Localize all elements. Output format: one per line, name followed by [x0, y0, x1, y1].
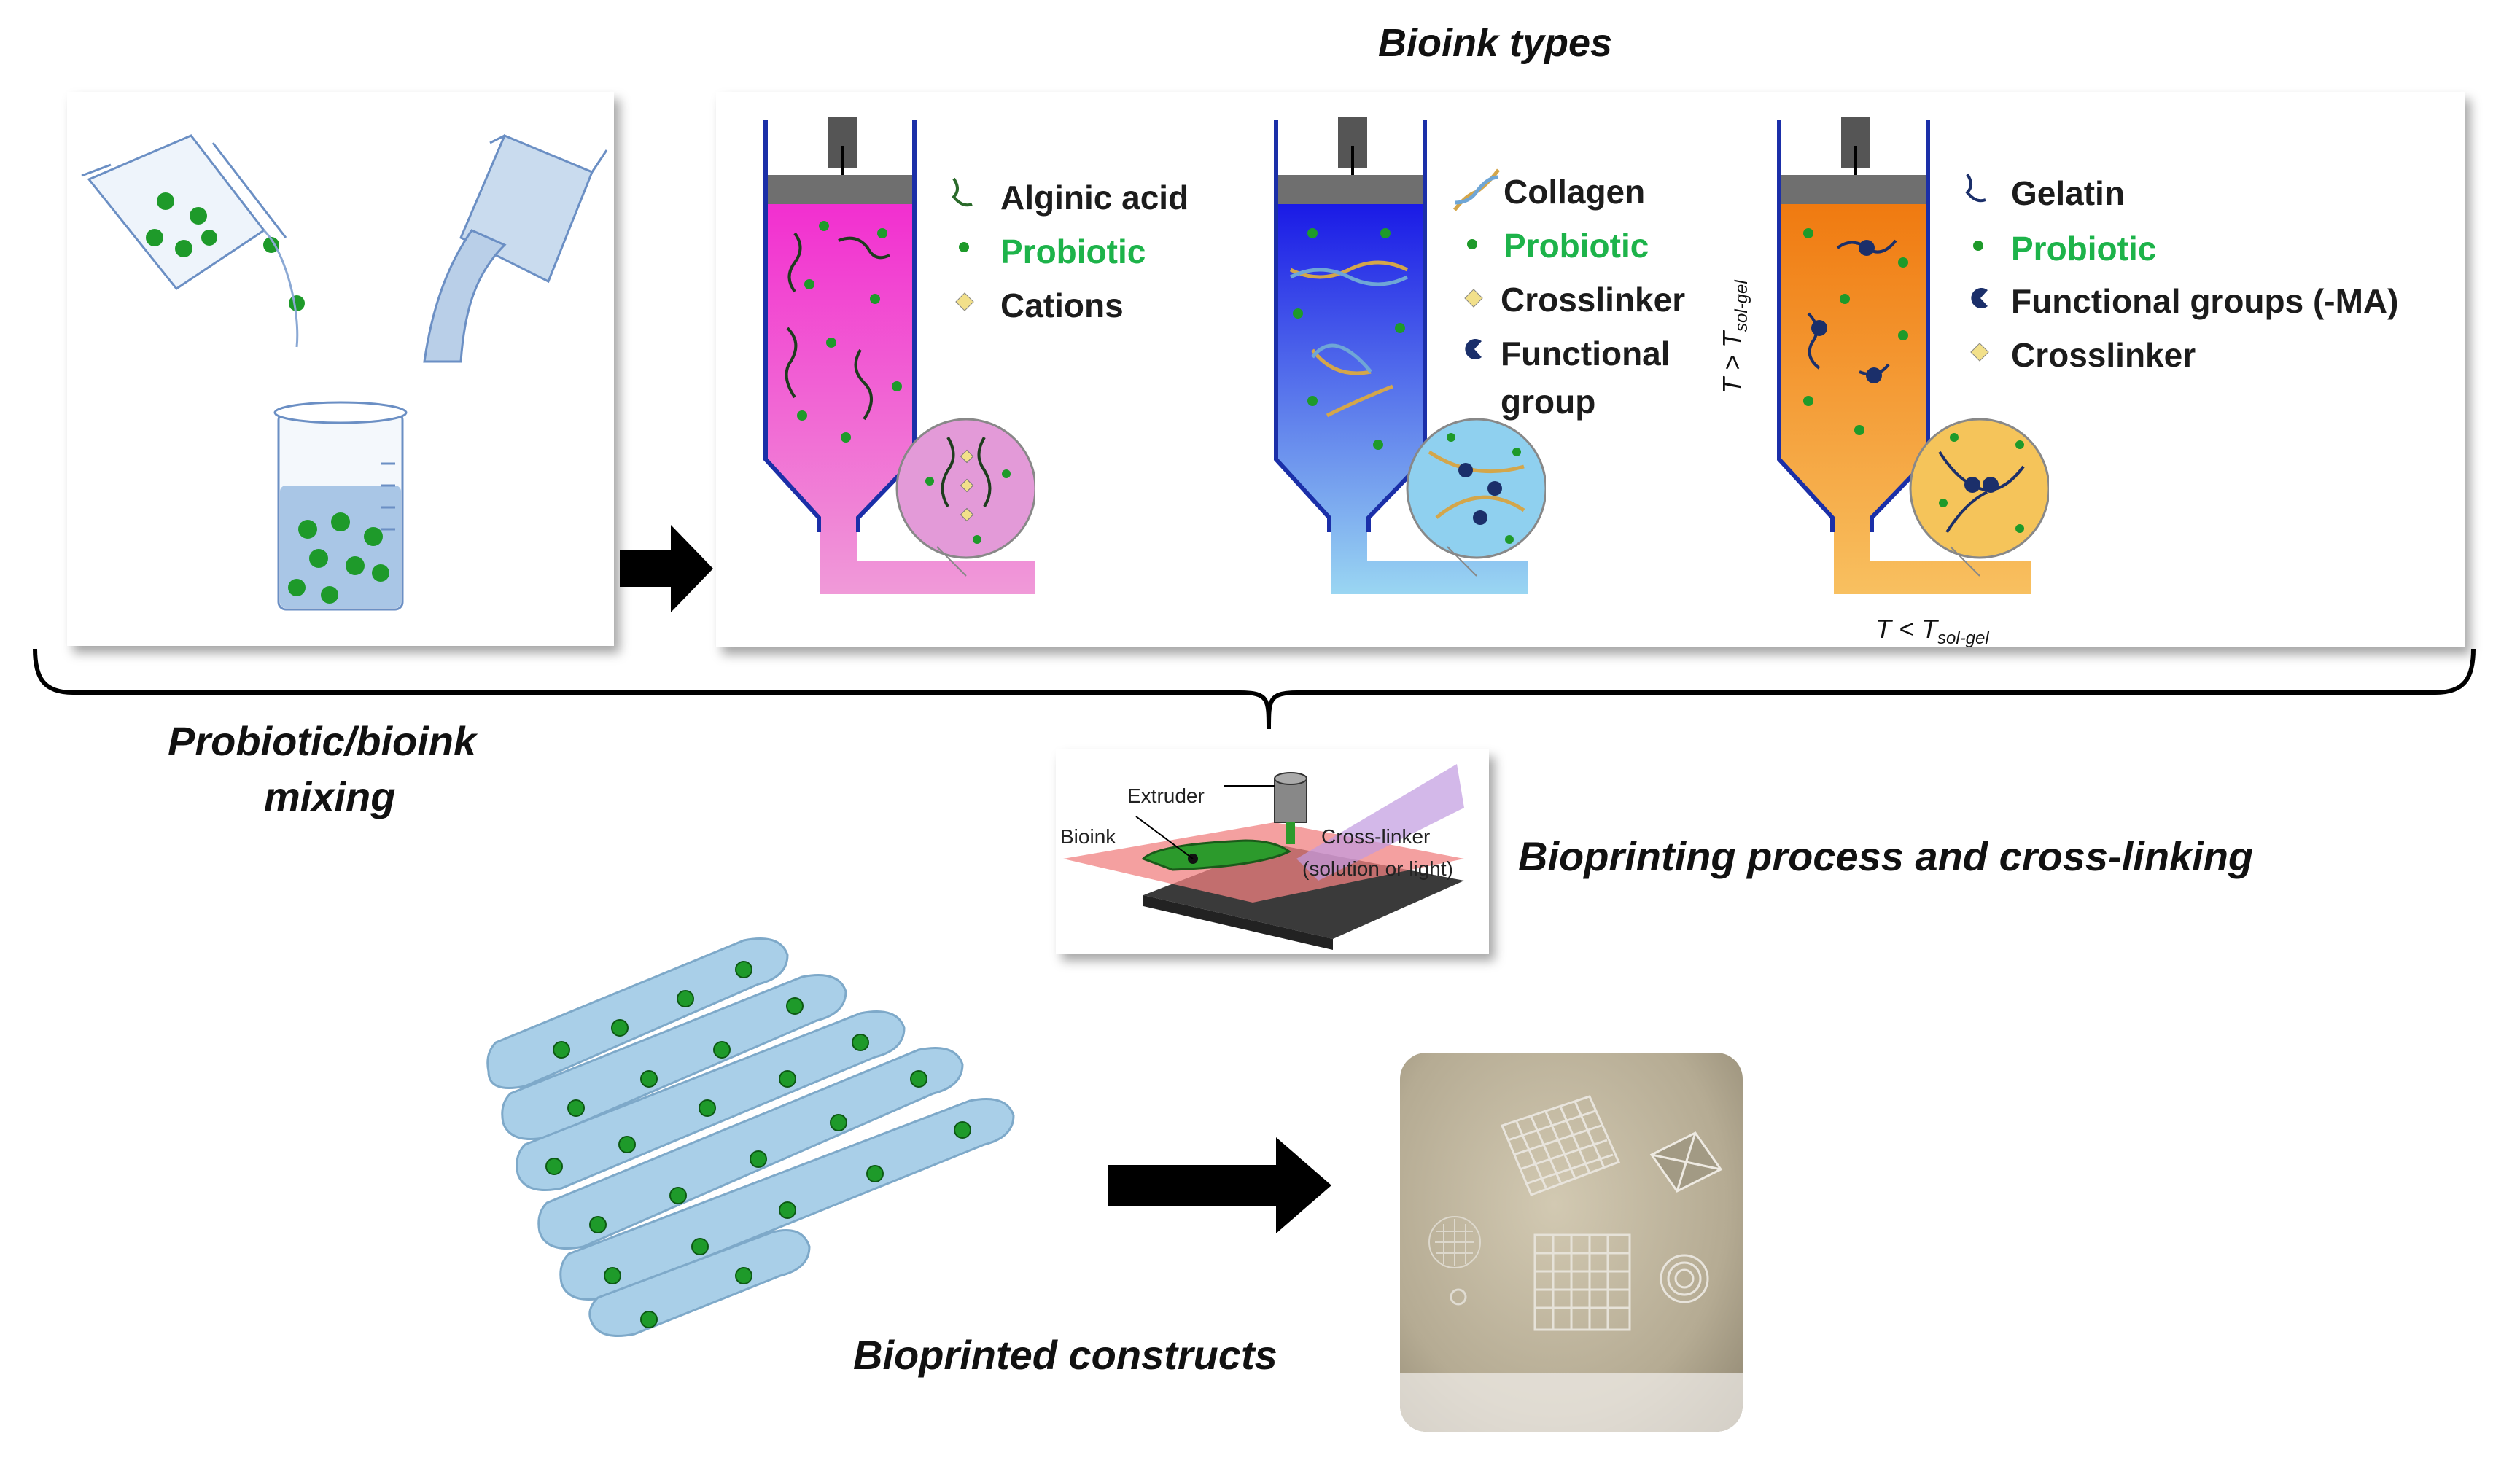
legend-probiotic-3: Probiotic: [2011, 230, 2157, 268]
mixing-title-line1: Probiotic/bioink: [168, 718, 477, 764]
mixing-title-line2: mixing: [264, 773, 396, 819]
probiotic-dot-icon: [959, 242, 969, 252]
bioprinter-illustration: [1063, 764, 1464, 950]
gelatin-icon: [1965, 173, 1986, 203]
legend-probiotic: Probiotic: [1000, 233, 1146, 270]
left-beaker-microbes: [146, 192, 305, 311]
right-beaker-icon: [423, 134, 608, 363]
construct-photo-illustration: [1400, 1095, 1743, 1432]
legend-functional-groups: Functional groups (-MA): [2011, 282, 2399, 320]
mixing-panel: [67, 92, 614, 646]
printing-title: Bioprinting process and cross-linking: [1518, 833, 2254, 879]
legend-probiotic-2: Probiotic: [1504, 227, 1649, 265]
syringe-collagen: [1274, 117, 1546, 594]
temp-below-label: T < Tsol-gel: [1875, 614, 1989, 649]
alginic-acid-icon: [952, 177, 973, 207]
legend-alginic-acid: Alginic acid: [1000, 179, 1189, 217]
construct-photo: [1400, 1053, 1743, 1432]
construct-illustration: [486, 937, 1015, 1337]
bioink-label: Bioink: [1060, 825, 1116, 848]
legend-gelatin: Gelatin: [2011, 174, 2125, 212]
syringe-alginate: [763, 117, 1035, 594]
mixing-illustration: [81, 134, 608, 611]
legend-group: group: [1501, 383, 1596, 421]
legend-functional: Functional: [1501, 335, 1671, 373]
bioprinter-panel: Extruder Bioink Cross-linker (solution o…: [1056, 749, 1489, 954]
temp-above-sub: sol-gel: [1732, 280, 1752, 332]
functional-groups-ma-icon: [1971, 288, 1988, 308]
legend-collagen: Collagen: [1504, 173, 1646, 211]
extruder-label: Extruder: [1127, 784, 1205, 807]
probiotic-dot-icon-2: [1467, 239, 1477, 249]
functional-group-icon: [1465, 339, 1482, 359]
legend-crosslinker-3: Crosslinker: [2011, 336, 2196, 374]
constructs-title: Bioprinted constructs: [853, 1332, 1278, 1378]
probiotic-dot-icon-3: [1973, 241, 1983, 251]
temp-below-sub: sol-gel: [1937, 628, 1989, 649]
legend-cations: Cations: [1000, 286, 1124, 324]
beaker-microbes: [288, 512, 389, 604]
grouping-bracket: [33, 649, 2476, 730]
right-arrow-icon: [620, 525, 713, 612]
bioink-types-title: Bioink types: [1378, 21, 1613, 65]
bioink-types-panel: [716, 92, 2465, 647]
temp-above-label: T > Tsol-gel: [1717, 280, 1752, 394]
syringe-gelatin: [1777, 117, 2049, 594]
crosslinker-label-1: Cross-linker: [1321, 825, 1431, 848]
collagen-icon: [1453, 168, 1500, 211]
legend-crosslinker: Crosslinker: [1501, 281, 1686, 319]
left-beaker-icon: [81, 134, 287, 291]
right-arrow-icon-2: [1108, 1137, 1331, 1233]
crosslinker-label-2: (solution or light): [1302, 857, 1453, 880]
temp-below-text: T < T: [1875, 614, 1938, 644]
temp-above-text: T > T: [1717, 331, 1747, 394]
